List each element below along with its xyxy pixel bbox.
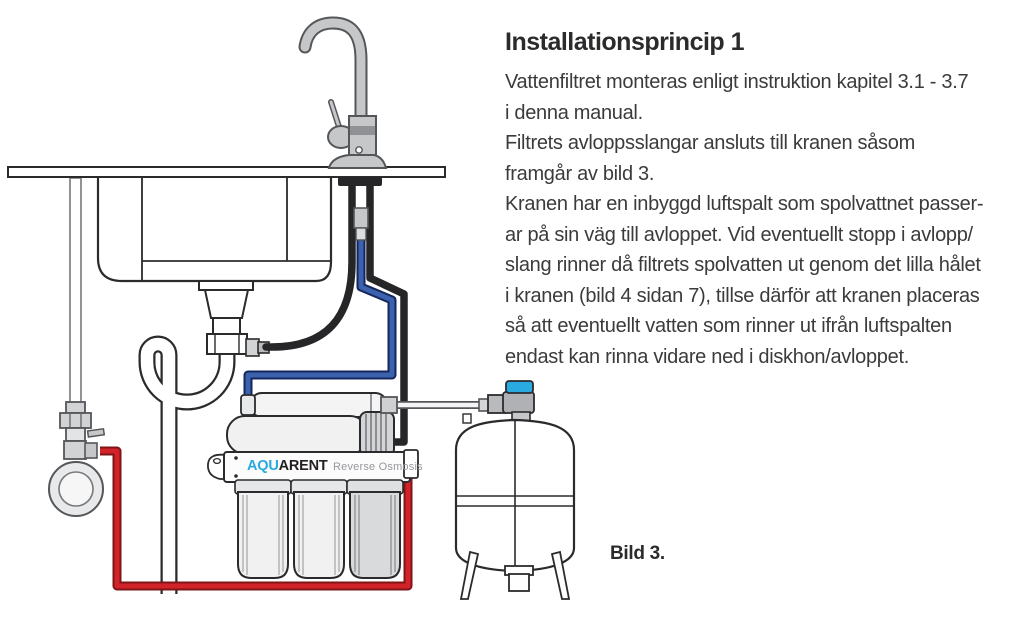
hose-connector-tip-icon bbox=[355, 227, 367, 241]
filter-cartridge-1 bbox=[234, 479, 292, 579]
supply-valve bbox=[48, 401, 106, 517]
supply-hose bbox=[69, 177, 82, 407]
paragraph-2: Filtrets avloppsslangar ansluts till kra… bbox=[505, 132, 915, 185]
tube-fitting-icon bbox=[380, 396, 398, 414]
filter-brand-logo: AQUARENT bbox=[247, 458, 328, 474]
figure-caption: Bild 3. bbox=[610, 543, 665, 564]
waste-hose-black-right bbox=[366, 184, 408, 446]
countertop bbox=[7, 166, 446, 178]
sink-drain-assembly bbox=[198, 280, 270, 357]
faucet-escutcheon-icon bbox=[338, 177, 382, 186]
filter-cartridge-2 bbox=[290, 479, 348, 579]
membrane-housing-icon bbox=[226, 411, 395, 457]
ro-filter-unit bbox=[207, 392, 419, 579]
tank-valve-body-icon bbox=[502, 391, 535, 414]
storage-tank bbox=[454, 380, 576, 600]
section-heading: Installationsprincip 1 bbox=[505, 28, 745, 56]
drain-trap-icon bbox=[138, 335, 236, 594]
valve-lever-icon bbox=[86, 427, 106, 438]
paragraph-3: Kranen har en inbyggd luftspalt som spol… bbox=[505, 193, 984, 368]
drain-saddle-clamp-icon bbox=[245, 338, 260, 357]
brand-logo-aqu: AQU bbox=[247, 458, 279, 474]
filter-cartridge-3 bbox=[346, 479, 404, 579]
instruction-text: Installationsprincip 1 Vattenfiltret mon… bbox=[505, 26, 1017, 372]
paragraph-1: Vattenfiltret monteras enligt instruktio… bbox=[505, 71, 969, 124]
sink-bowl bbox=[96, 176, 333, 283]
hose-connector-icon bbox=[353, 207, 369, 229]
faucet bbox=[298, 16, 388, 169]
tank-leg-left-icon bbox=[459, 550, 480, 600]
tank-leg-right-icon bbox=[550, 550, 571, 600]
faucet-base-icon bbox=[327, 154, 388, 169]
brand-logo-arent: ARENT bbox=[278, 458, 328, 474]
tank-valve-handle-icon bbox=[505, 380, 534, 394]
inline-filter-icon bbox=[240, 392, 388, 418]
product-hose-blue bbox=[243, 207, 397, 396]
waste-hose-black-left bbox=[262, 180, 356, 351]
filter-brand-subtitle: Reverse Osmosis bbox=[333, 461, 423, 473]
